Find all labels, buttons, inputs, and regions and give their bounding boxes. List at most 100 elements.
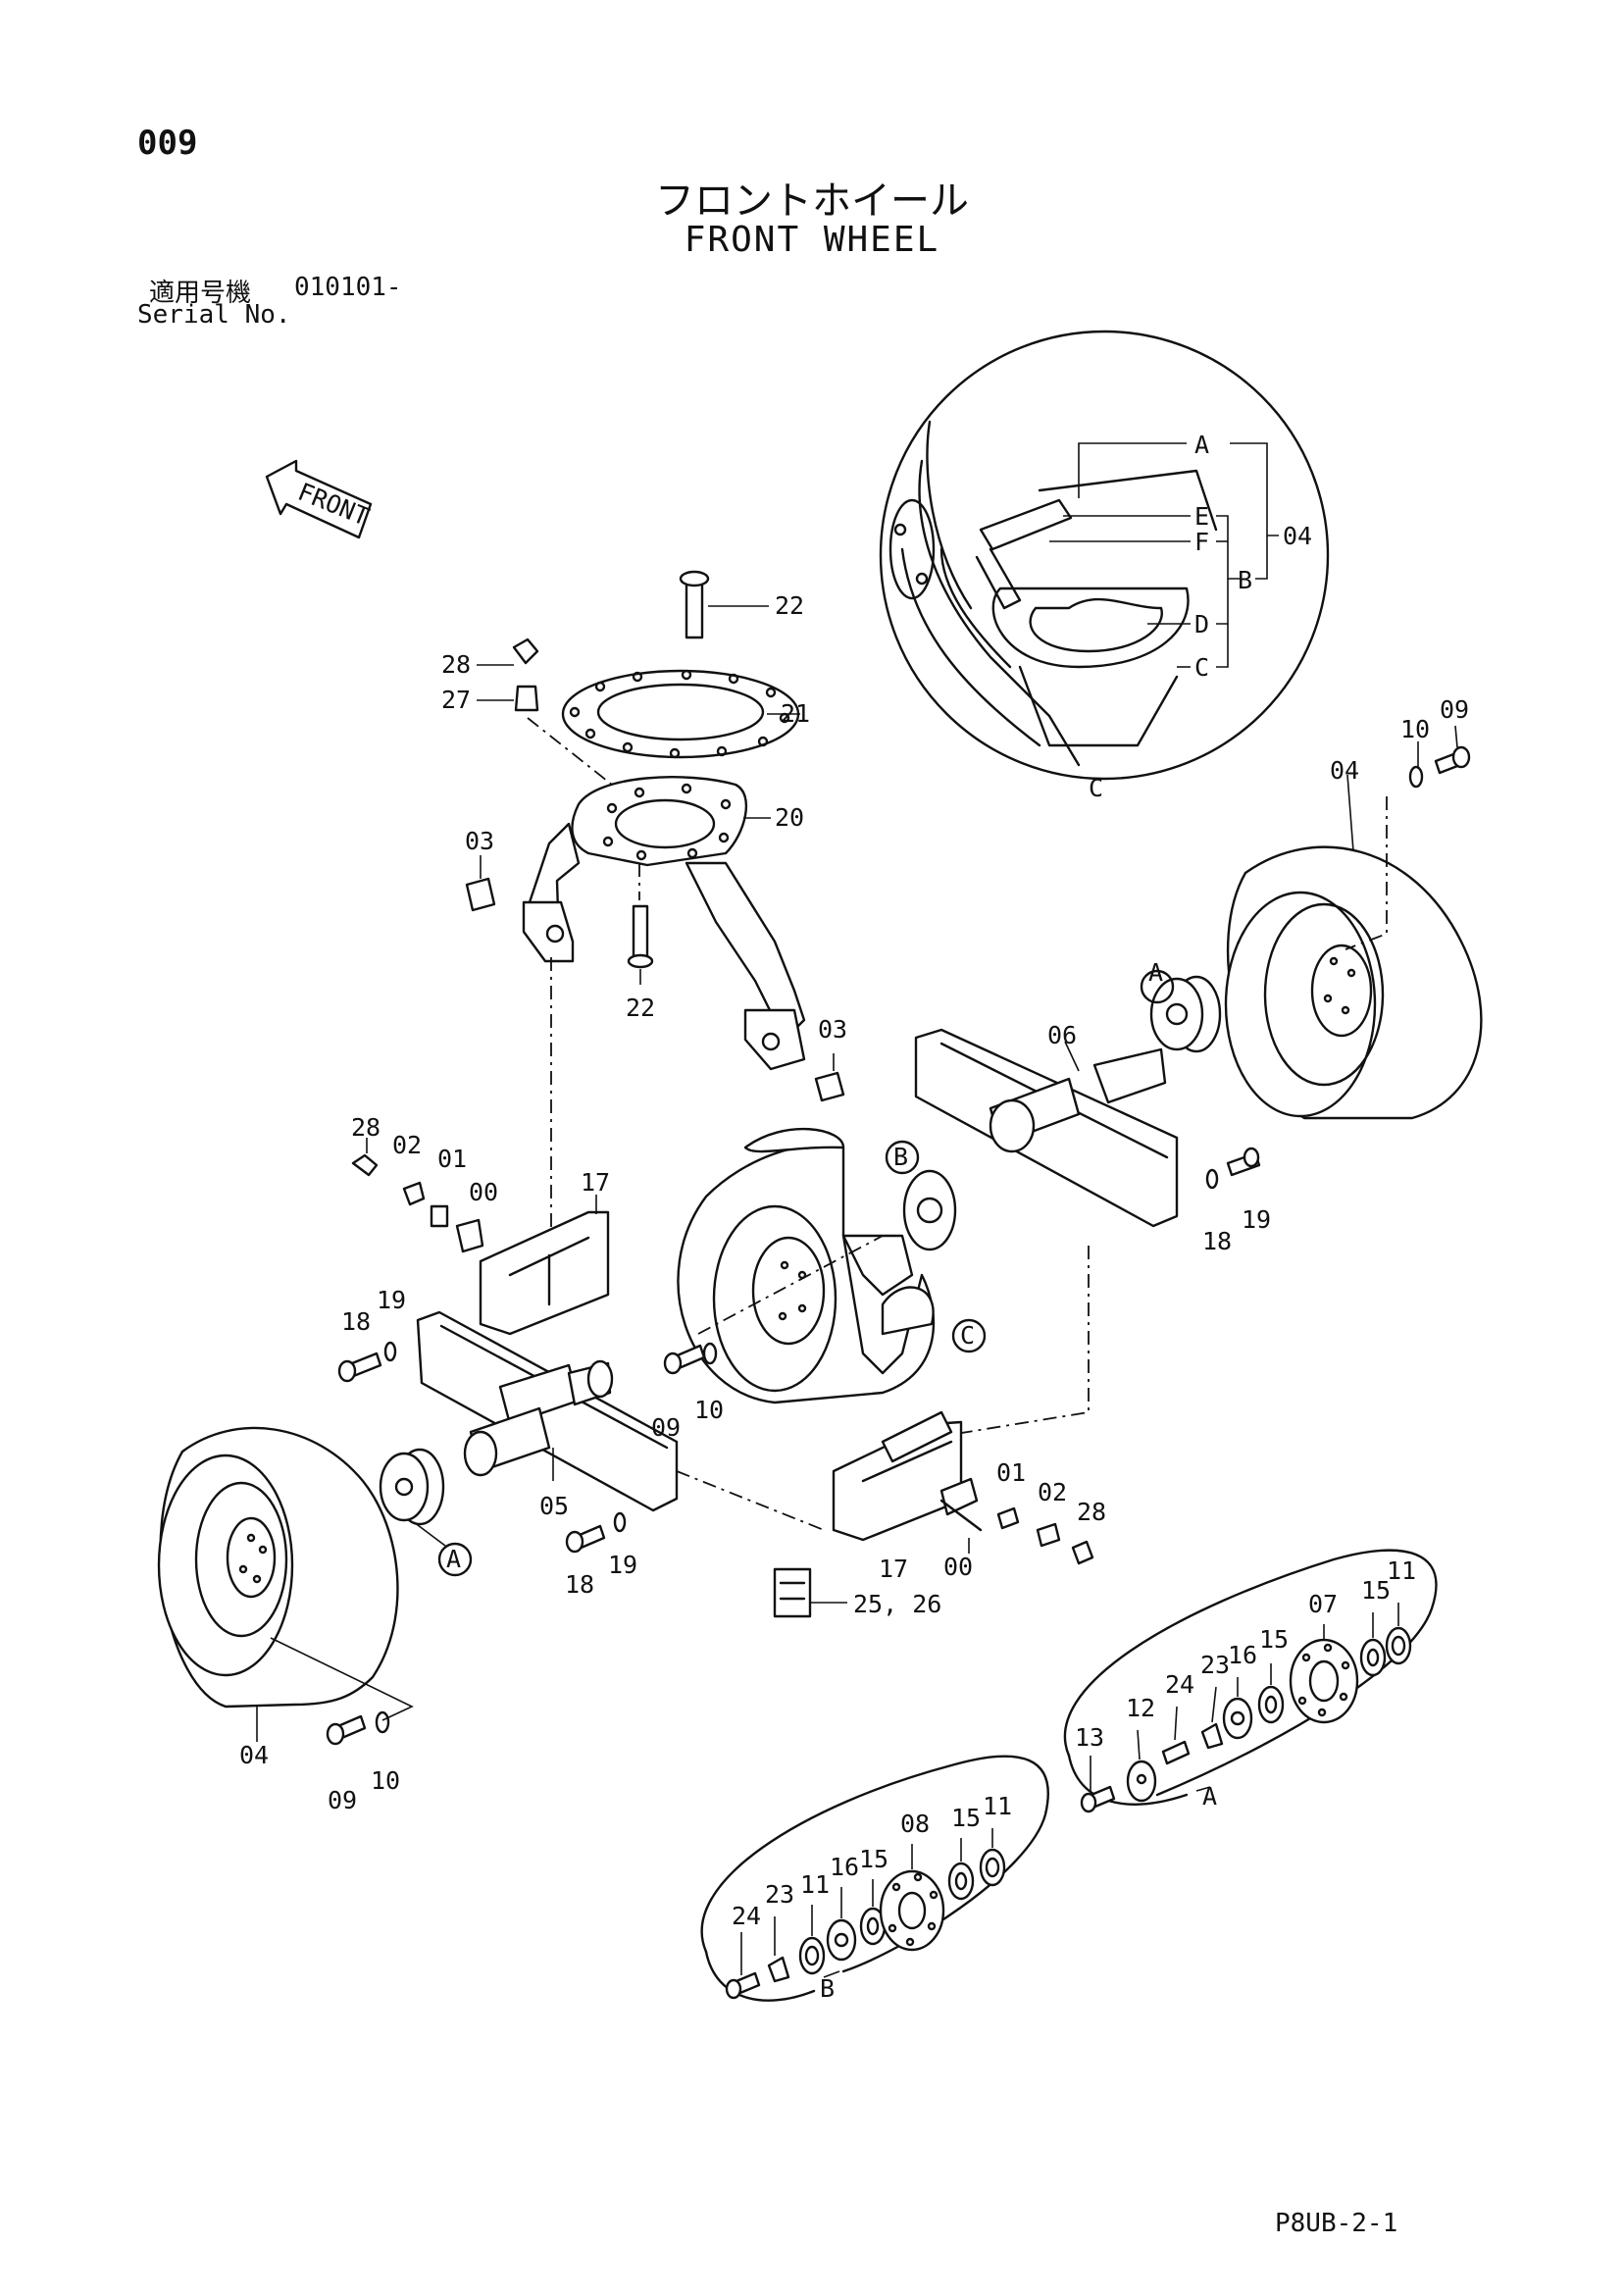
detail-label-f: F [1194,528,1209,556]
label-15-a1: 15 [1259,1625,1289,1654]
page-title: FRONT WHEEL [684,220,940,260]
detail-label-tire: 04 [1283,522,1312,550]
seal-11-b2-icon [979,1848,1006,1887]
label-17-left: 17 [581,1168,610,1197]
label-plate-25-26 [773,1567,847,1618]
part-labels: 22 28 27 21 20 03 22 03 04 10 09 06 19 1… [239,591,1469,1930]
label-09-left: 09 [328,1786,357,1814]
label-18-center: 18 [565,1570,594,1599]
bolt-24-b-icon [725,1971,761,2000]
serial-number: 010101- [294,273,402,302]
label-10-right: 10 [1400,715,1430,743]
label-28-top: 28 [441,650,471,679]
label-19-center: 19 [608,1551,637,1579]
nut-16-b-icon [826,1918,857,1962]
front-arrow-label: FRONT [294,478,374,532]
tire-04-right [1224,774,1483,1120]
hub-a-left [379,1448,473,1577]
label-04-left: 04 [239,1741,269,1769]
bolt-13-icon [1080,1785,1116,1813]
label-10-left: 10 [371,1766,400,1795]
bolt-22-bottom [627,904,654,985]
circle-ref-c: C [960,1321,975,1350]
label-13: 13 [1075,1723,1104,1752]
bearing-15-a2-icon [1359,1638,1387,1677]
label-18-right: 18 [1202,1227,1232,1255]
label-17-right: 17 [879,1555,908,1583]
grease-pin-28-02-01-00-left [351,1138,484,1253]
label-22-bottom: 22 [626,994,655,1022]
bolt-09-washer-10-center [663,1342,718,1375]
label-20: 20 [775,803,804,832]
bolt-22-top [679,570,769,639]
seal-11-a-icon [1385,1626,1412,1665]
hub-a-right [1140,969,1222,1053]
label-02-right: 02 [1038,1478,1067,1506]
label-06: 06 [1047,1021,1077,1049]
lock-23-b-icon [767,1956,790,1983]
cap-12-icon [1126,1760,1157,1803]
detail-ellipse-a: A [1063,1549,1438,1813]
label-16-a: 16 [1228,1641,1257,1669]
label-25-26: 25, 26 [853,1590,941,1618]
nut-16-a-icon [1222,1697,1253,1740]
lock-23-a-icon [1200,1722,1224,1750]
serial-label-japanese: 適用号機 [149,279,252,308]
label-19-left: 19 [377,1286,406,1314]
detail-ellipse-b: B [700,1755,1049,2003]
detail-b-label: B [820,1974,835,2003]
bolt-19-washer-18-right [1205,1147,1261,1190]
detail-label-b: B [1238,566,1252,594]
bearing-15-a1-icon [1257,1685,1285,1724]
label-27: 27 [441,686,471,714]
label-01-right: 01 [996,1458,1026,1487]
label-21: 21 [781,699,810,728]
bracket-17-left [479,1195,610,1336]
label-24-a: 24 [1165,1670,1194,1699]
label-09-right: 09 [1440,695,1469,724]
label-01-left: 01 [437,1145,467,1173]
label-00-right: 00 [943,1553,973,1581]
tire-04-left [157,1426,414,1742]
bolt-18-washer-19-center [565,1511,627,1554]
label-02-left: 02 [392,1131,422,1159]
detail-circle-c: A E F B D C 04 C [879,330,1330,802]
label-28-left: 28 [351,1113,381,1142]
label-08: 08 [900,1810,930,1838]
label-15-a2: 15 [1361,1576,1391,1605]
hub-b-center [885,1140,957,1251]
seal-11-b1-icon [798,1936,826,1975]
label-11-a: 11 [1387,1556,1416,1585]
circle-ref-a-right: A [1148,958,1163,987]
detail-label-c: C [1194,653,1209,682]
detail-a-label: A [1202,1782,1217,1811]
bushing-03 [465,855,845,1102]
label-28-right: 28 [1077,1498,1106,1526]
drawing-code: P8UB-2-1 [1275,2209,1398,2238]
label-07: 07 [1308,1590,1338,1618]
serial-label: Serial No. [137,300,291,330]
label-04-right: 04 [1330,756,1359,785]
label-11-b1: 11 [800,1870,830,1899]
page-number: 009 [137,124,198,163]
tire-sectioned [677,1127,987,1404]
label-23-b: 23 [765,1880,794,1909]
ring-21 [561,669,800,759]
label-11-b2: 11 [983,1792,1012,1820]
turntable-plate-20 [571,776,771,867]
bearing-15-b1-icon [859,1907,887,1946]
pin-00-01-02-28-right [939,1477,1094,1565]
label-19-right: 19 [1242,1205,1271,1234]
label-03-left: 03 [465,827,494,855]
bolt-09-washer-10-right [1345,725,1471,950]
axle-beam-06 [914,1028,1179,1228]
label-24-b: 24 [732,1902,761,1930]
front-arrow-icon: FRONT [265,459,374,539]
bearing-15-b2-icon [947,1862,975,1901]
detail-label-d: D [1194,610,1209,638]
label-15-b2: 15 [951,1804,981,1832]
detail-label-a: A [1194,431,1209,459]
circle-ref-a-left: A [446,1545,461,1573]
label-18-left: 18 [341,1307,371,1336]
